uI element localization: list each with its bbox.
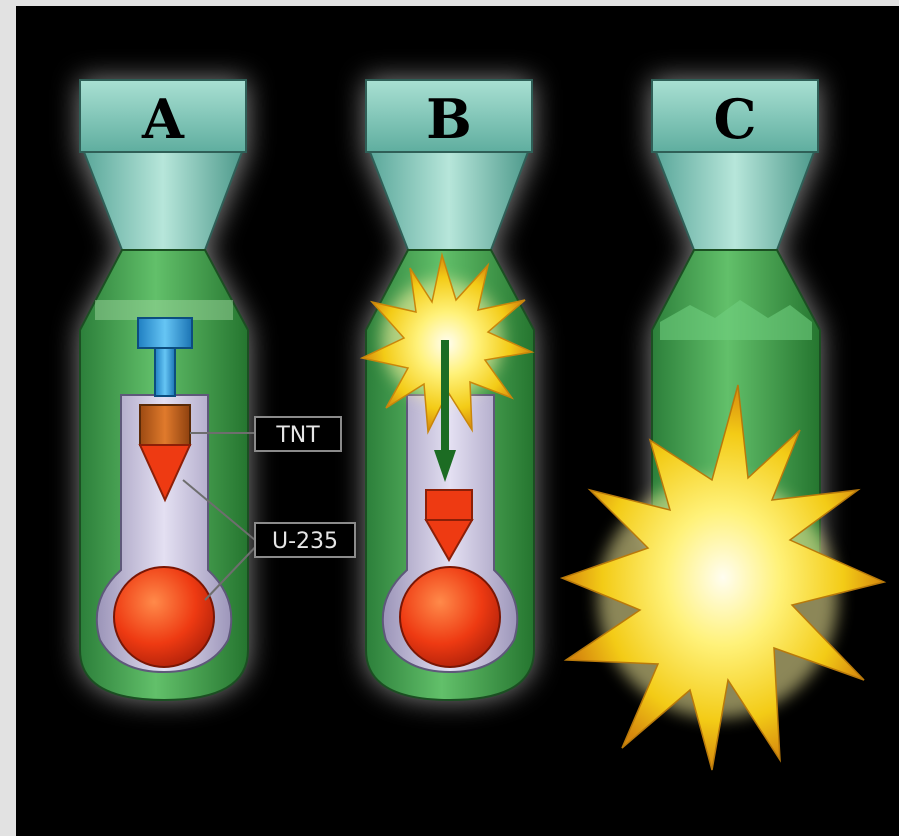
- tnt-charge-b: [426, 490, 472, 520]
- panel-letter-c: C: [714, 87, 757, 151]
- tnt-callout: TNT: [255, 417, 341, 451]
- tnt-charge-a: [140, 405, 190, 445]
- u235-label: U-235: [272, 529, 338, 554]
- uranium-target-b: [400, 567, 500, 667]
- uranium-target-a: [114, 567, 214, 667]
- tnt-label: TNT: [275, 423, 320, 448]
- panel-letter-a: A: [141, 87, 185, 151]
- bomb-b: B: [362, 80, 534, 700]
- panel-letter-b: B: [426, 87, 472, 151]
- bomb-a: A: [80, 80, 248, 700]
- u235-callout: U-235: [255, 523, 355, 557]
